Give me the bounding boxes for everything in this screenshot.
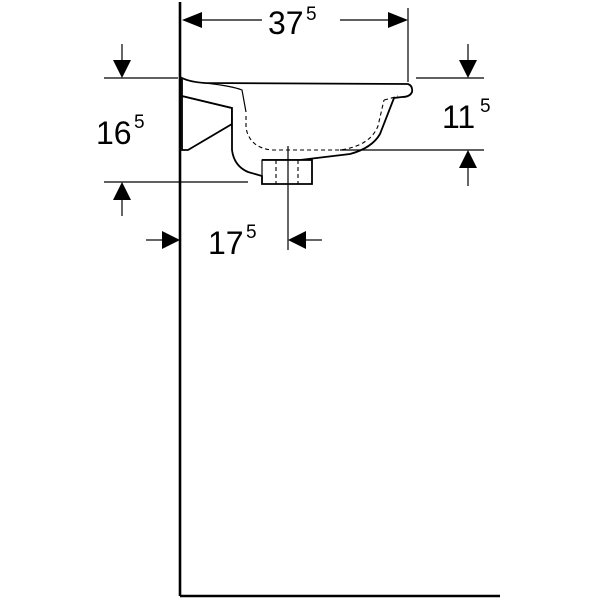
- basin-bowl-hidden-line: [245, 99, 385, 151]
- arrow-up-icon: [113, 182, 131, 200]
- dimension-rim-value: 11: [442, 99, 475, 135]
- basin-trap: [231, 118, 313, 185]
- arrow-right-icon: [162, 231, 180, 249]
- dimension-depth-value: 37: [268, 5, 304, 41]
- dimension-height-sup: 5: [134, 112, 145, 133]
- dimension-height-value: 16: [96, 115, 132, 151]
- basin-overflow-hidden-line: [383, 95, 399, 101]
- dimension-label-bg: [262, 4, 340, 38]
- arrow-left-icon: [288, 231, 306, 249]
- arrow-right-icon: [388, 12, 408, 28]
- dimension-total-height: 16 5: [96, 44, 248, 216]
- dimension-rim-sup: 5: [480, 96, 491, 117]
- wash-basin: [181, 76, 414, 250]
- dimension-offset-sup: 5: [246, 222, 257, 243]
- dimension-rim-height: 11 5: [340, 44, 491, 186]
- arrow-down-icon: [113, 60, 131, 78]
- arrow-left-icon: [182, 12, 202, 28]
- arrow-down-icon: [459, 60, 477, 78]
- arrow-up-icon: [459, 150, 477, 168]
- basin-inner-edge: [204, 82, 247, 113]
- dimension-basin-depth: 37 5: [182, 4, 409, 82]
- dimension-offset-value: 17: [208, 225, 244, 261]
- dimension-depth-sup: 5: [306, 4, 317, 25]
- dimension-drain-offset: 17 5: [146, 222, 322, 261]
